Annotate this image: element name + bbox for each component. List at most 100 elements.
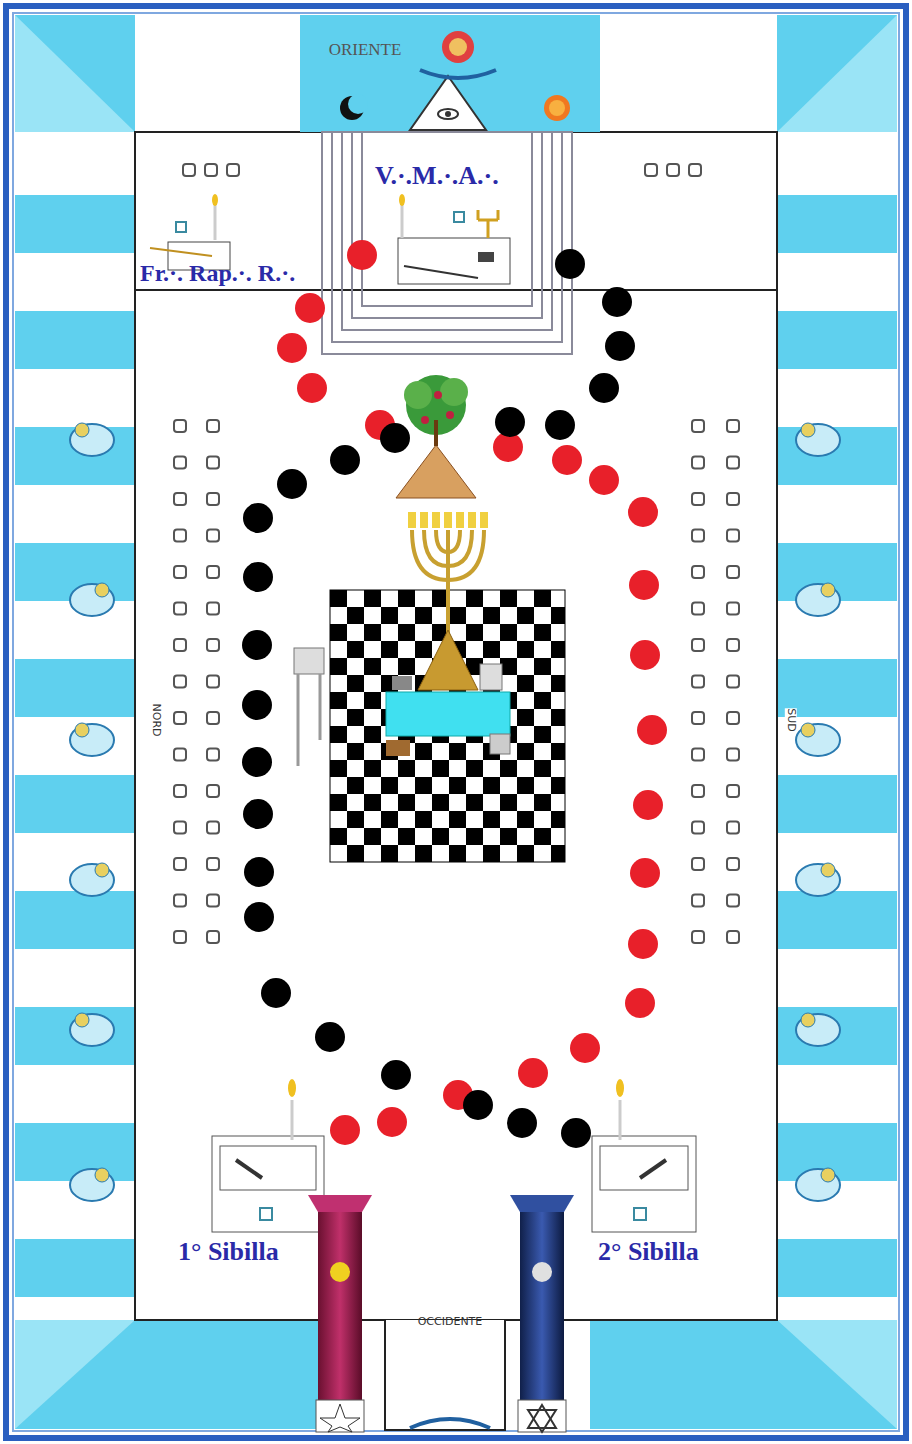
red-dot bbox=[552, 445, 582, 475]
black-dot bbox=[242, 690, 272, 720]
seat bbox=[692, 530, 704, 542]
seat bbox=[174, 493, 186, 505]
red-dot bbox=[629, 570, 659, 600]
seat bbox=[727, 420, 739, 432]
red-dot bbox=[628, 929, 658, 959]
red-dot bbox=[625, 988, 655, 1018]
zodiac-sign bbox=[796, 864, 840, 896]
seat bbox=[174, 566, 186, 578]
seat bbox=[727, 530, 739, 542]
seat bbox=[692, 822, 704, 834]
frame-tile bbox=[777, 195, 897, 253]
zodiac-sign bbox=[821, 1168, 835, 1182]
officer-label: 2° Sibilla bbox=[598, 1238, 699, 1267]
seat bbox=[207, 420, 219, 432]
black-dot bbox=[242, 630, 272, 660]
corner-block bbox=[777, 15, 897, 132]
seat bbox=[207, 566, 219, 578]
black-dot bbox=[243, 799, 273, 829]
corner-triangle bbox=[15, 1320, 135, 1429]
zodiac-sign bbox=[796, 1014, 840, 1046]
zodiac-sign bbox=[821, 863, 835, 877]
seat bbox=[689, 164, 701, 176]
frame-tile bbox=[15, 775, 135, 833]
black-dot bbox=[243, 562, 273, 592]
seat bbox=[207, 603, 219, 615]
red-dot bbox=[330, 1115, 360, 1145]
seat bbox=[207, 858, 219, 870]
black-dot bbox=[463, 1090, 493, 1120]
seat bbox=[727, 676, 739, 688]
black-dot bbox=[242, 747, 272, 777]
seat bbox=[727, 785, 739, 797]
frame-tile bbox=[135, 1320, 322, 1429]
black-dot bbox=[243, 503, 273, 533]
seat bbox=[727, 457, 739, 469]
seat bbox=[727, 895, 739, 907]
zodiac-sign bbox=[796, 424, 840, 456]
seat bbox=[692, 895, 704, 907]
frame-tile bbox=[777, 775, 897, 833]
seat bbox=[727, 749, 739, 761]
seat bbox=[227, 164, 239, 176]
frame-tiles bbox=[15, 15, 897, 1429]
frame-tile bbox=[15, 1007, 135, 1065]
seat bbox=[207, 712, 219, 724]
seat bbox=[207, 822, 219, 834]
black-dot bbox=[495, 407, 525, 437]
seat bbox=[692, 712, 704, 724]
frame-tile bbox=[777, 311, 897, 369]
black-dot bbox=[330, 445, 360, 475]
seat bbox=[174, 749, 186, 761]
red-dot bbox=[637, 715, 667, 745]
seat bbox=[692, 749, 704, 761]
seat bbox=[727, 493, 739, 505]
seat bbox=[692, 457, 704, 469]
region-label: OCCIDENTE bbox=[418, 1316, 483, 1328]
zodiac-sign bbox=[801, 1013, 815, 1027]
seat bbox=[174, 639, 186, 651]
zodiac-sign bbox=[796, 584, 840, 616]
seat bbox=[207, 457, 219, 469]
zodiac-sign bbox=[95, 583, 109, 597]
officer-label: 1° Sibilla bbox=[178, 1238, 279, 1267]
red-dot bbox=[630, 858, 660, 888]
seat bbox=[207, 530, 219, 542]
seat bbox=[174, 457, 186, 469]
red-dot bbox=[628, 497, 658, 527]
black-dot bbox=[381, 1060, 411, 1090]
seat bbox=[174, 676, 186, 688]
seat bbox=[692, 676, 704, 688]
frame-tile bbox=[777, 1239, 897, 1297]
zodiac-sign bbox=[75, 723, 89, 737]
black-dot bbox=[277, 469, 307, 499]
seat bbox=[692, 566, 704, 578]
seat bbox=[207, 785, 219, 797]
corner-block bbox=[15, 1320, 135, 1429]
black-dot bbox=[507, 1108, 537, 1138]
black-dot bbox=[244, 902, 274, 932]
officer-label: Fr.·. Rap.·. R.·. bbox=[140, 260, 295, 286]
region-label: ORIENTE bbox=[329, 41, 402, 60]
zodiac-sign bbox=[821, 583, 835, 597]
zodiac-sign bbox=[796, 1169, 840, 1201]
zodiac-sign bbox=[801, 423, 815, 437]
black-dot bbox=[561, 1118, 591, 1148]
seat bbox=[174, 420, 186, 432]
seat bbox=[667, 164, 679, 176]
seat bbox=[727, 603, 739, 615]
zodiac-sign bbox=[70, 724, 114, 756]
red-dot bbox=[633, 790, 663, 820]
seat bbox=[727, 931, 739, 943]
red-dot bbox=[518, 1058, 548, 1088]
corner-triangle bbox=[15, 15, 135, 132]
zodiac-sign bbox=[70, 424, 114, 456]
frame-tile bbox=[777, 1007, 897, 1065]
region-label: NORD bbox=[149, 704, 161, 737]
red-dot bbox=[377, 1107, 407, 1137]
seat bbox=[727, 712, 739, 724]
corner-triangle bbox=[777, 1320, 897, 1429]
red-dot bbox=[589, 465, 619, 495]
